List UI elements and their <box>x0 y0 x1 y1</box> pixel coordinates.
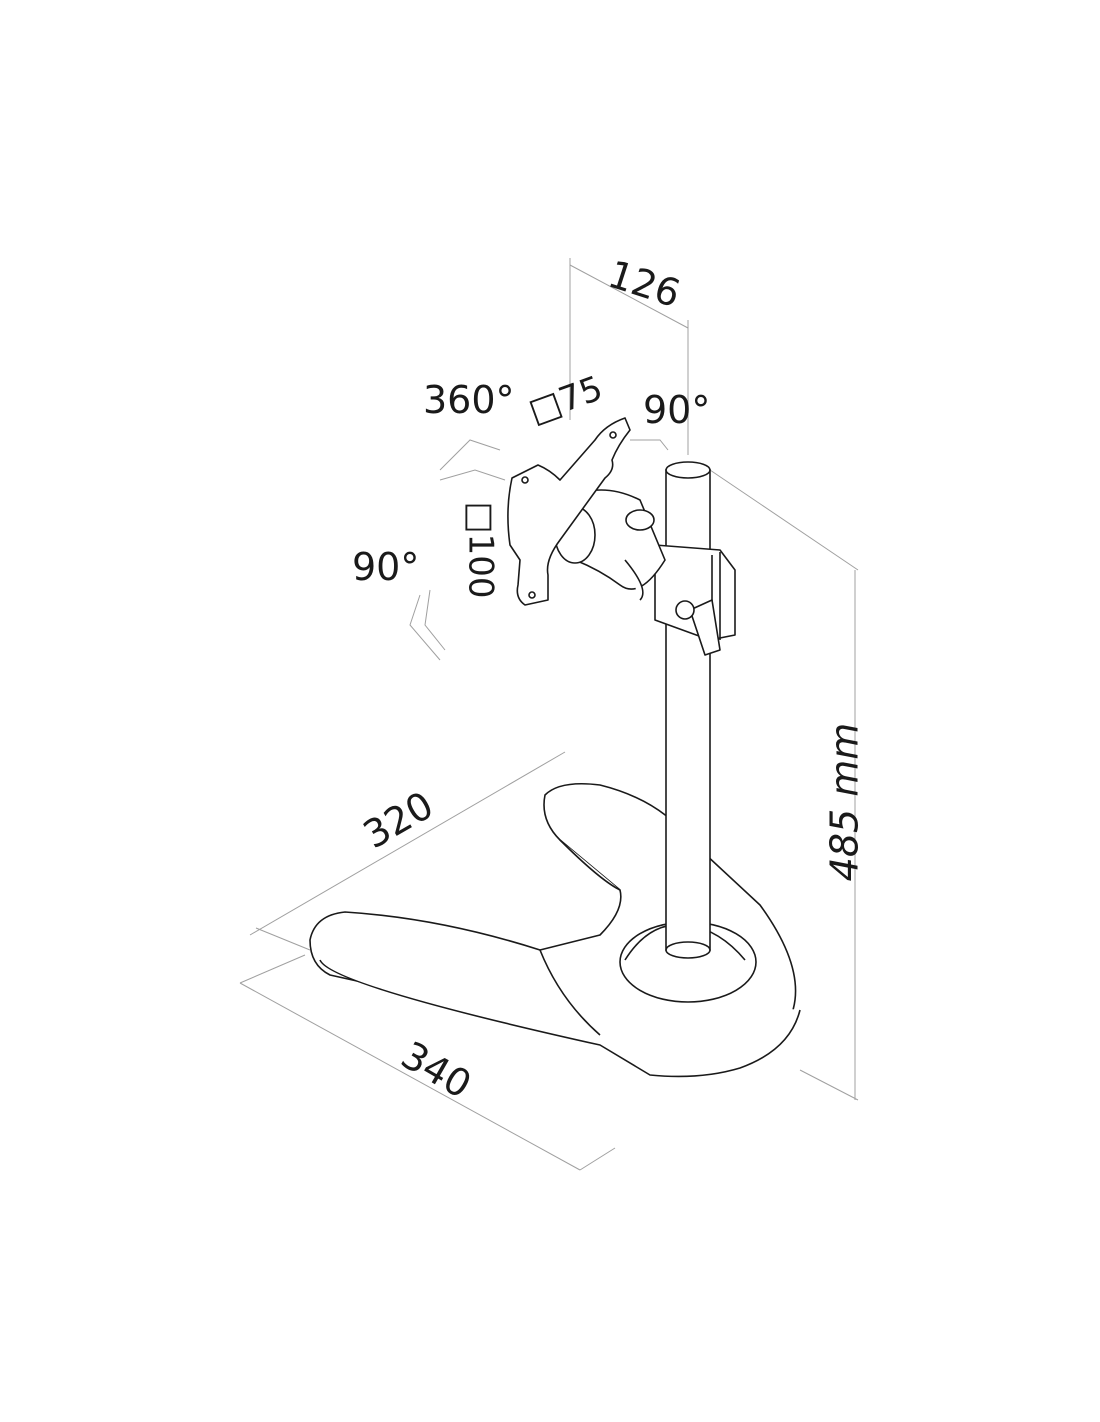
dimension-height: 485 mm <box>822 722 867 882</box>
pole <box>665 461 711 959</box>
tilt-label: 90° <box>643 388 711 432</box>
rotate-label: 90° <box>352 545 420 589</box>
vesa-large-label: □100 <box>460 501 501 599</box>
swivel-label: 360° <box>423 378 515 422</box>
vesa-plate <box>507 417 631 606</box>
clamp <box>654 544 736 656</box>
dimension-lines <box>239 258 859 1171</box>
